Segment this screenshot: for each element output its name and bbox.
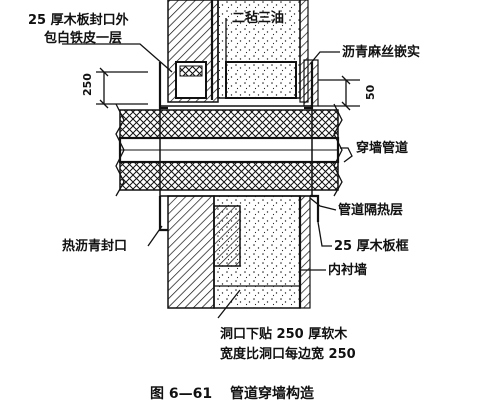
label-pipe-insulation: 管道隔热层: [338, 202, 403, 218]
note-line-1: 洞口下贴 250 厚软木: [220, 326, 348, 342]
label-hot-asphalt-seal: 热沥青封口: [62, 238, 127, 254]
leader-lines: [62, 18, 353, 319]
right-dim-label: 50: [364, 84, 377, 100]
label-wood-board-cover-2: 包白铁皮一层: [44, 30, 122, 46]
label-inner-lining-wall: 内衬墙: [328, 262, 367, 278]
upper-wall: [158, 0, 319, 110]
note-line-2: 宽度比洞口每边宽 250: [219, 346, 356, 362]
label-asphalt-hemp: 沥青麻丝嵌实: [342, 44, 420, 60]
left-dim-label: 250: [81, 73, 94, 96]
lower-wall: [158, 194, 320, 309]
through-wall-pipe: [115, 103, 343, 197]
label-wood-board-cover-1: 25 厚木板封口外: [28, 12, 129, 28]
figure-title: 管道穿墙构造: [230, 385, 314, 402]
figure-number: 图 6—61: [150, 386, 212, 402]
dimension-right: 50: [318, 75, 377, 111]
label-through-wall-pipe: 穿墙管道: [356, 140, 408, 156]
label-felt-oil: 二毡三油: [232, 10, 284, 26]
dimension-left: 250: [81, 67, 148, 109]
label-wood-frame: 25 厚木板框: [334, 238, 409, 254]
